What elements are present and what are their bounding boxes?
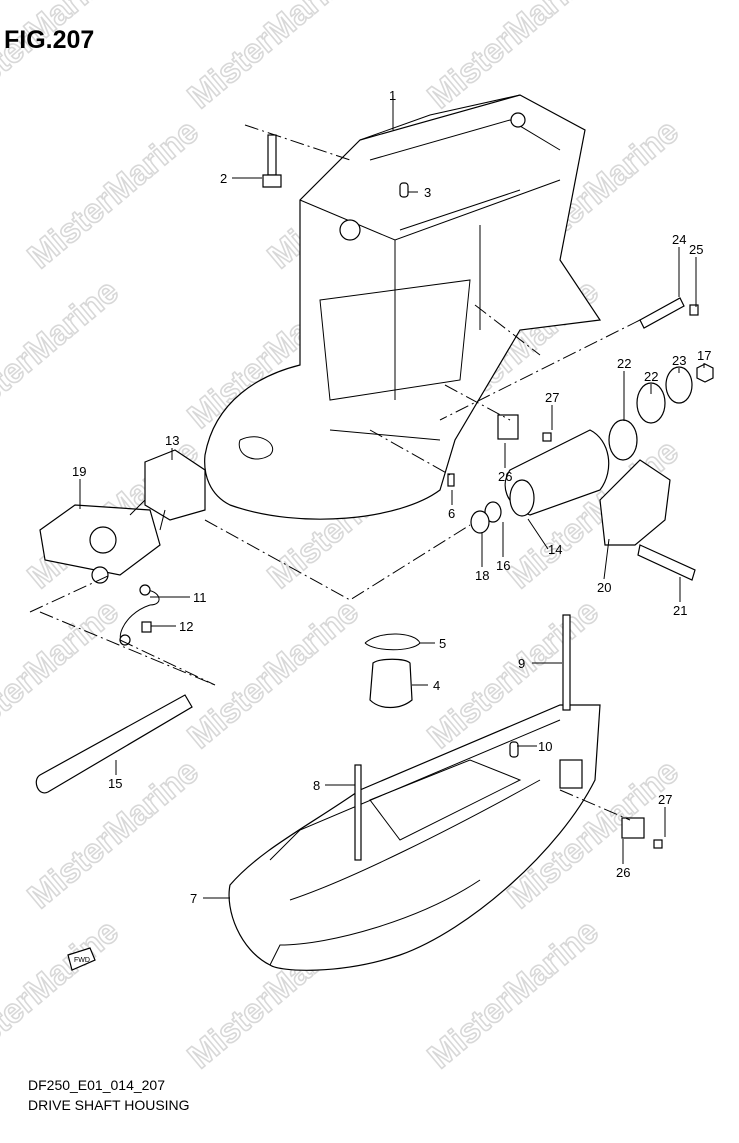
watermark-text: MisterMarine [421,912,606,1076]
watermark-text: MisterMarine [0,272,126,436]
figure-title: FIG.207 [4,26,95,54]
callout-25: 25 [689,242,703,257]
callout-3: 3 [424,185,431,200]
lower-housing [228,704,601,971]
diagram-code: DF250_E01_014_207 [28,1077,166,1093]
callout-24: 24 [672,232,686,247]
callout-9: 9 [518,656,525,671]
callout-27b: 27 [658,792,672,807]
callout-26a: 26 [498,469,512,484]
callout-5: 5 [439,636,446,651]
callout-8: 8 [313,778,320,793]
watermark-text: MisterMarine [21,112,206,276]
small-parts: FWD [35,134,714,971]
leader-lines [29,95,705,899]
diagram-name: DRIVE SHAFT HOUSING [28,1097,190,1113]
callout-2: 2 [220,171,227,186]
callout-19: 19 [72,464,86,479]
callout-22b: 22 [644,369,658,384]
callout-7: 7 [190,891,197,906]
callout-18: 18 [475,568,489,583]
callout-23: 23 [672,353,686,368]
callout-14: 14 [548,542,562,557]
watermark-text: MisterMarine [181,592,366,756]
watermark-text: MisterMarine [181,0,366,116]
callout-6: 6 [448,506,455,521]
fwd-arrow-label: FWD [74,957,90,964]
callout-13: 13 [165,433,179,448]
callout-17: 17 [697,348,711,363]
watermark-text: MisterMarine [0,0,126,116]
callout-10: 10 [538,739,552,754]
callout-27a: 27 [545,390,559,405]
callout-4: 4 [433,678,440,693]
callout-1: 1 [389,88,396,103]
callout-12: 12 [179,619,193,634]
watermark-text: MisterMarine [0,592,126,756]
callout-22a: 22 [617,356,631,371]
callout-15: 15 [108,776,122,791]
callout-26b: 26 [616,865,630,880]
callout-21: 21 [673,603,687,618]
watermark-text: MisterMarine [0,912,126,1076]
callout-20: 20 [597,580,611,595]
callout-16: 16 [496,558,510,573]
drive-shaft-housing [204,94,602,520]
callout-11: 11 [193,590,207,605]
callout-numbers: 1 2 3 4 5 6 7 8 9 10 11 12 13 14 15 16 1… [72,88,711,906]
